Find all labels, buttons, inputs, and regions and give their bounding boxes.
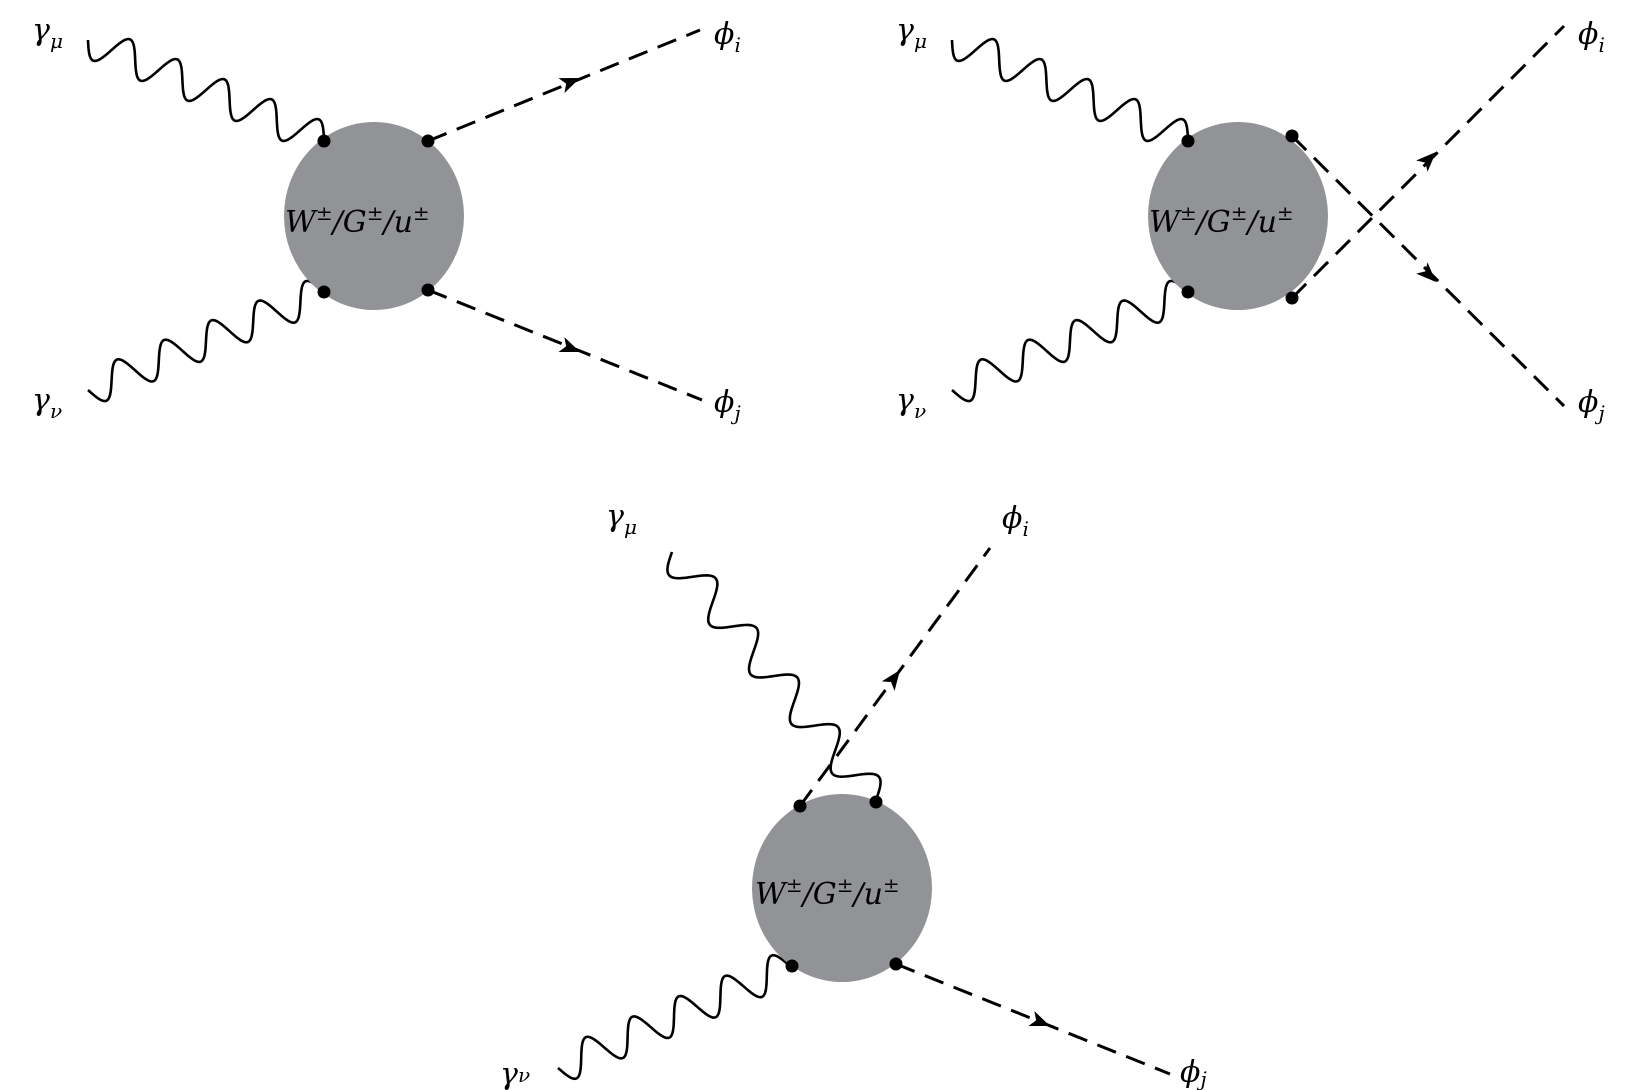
blob-label: W±/G±/u± (285, 201, 430, 240)
vertex-dot (889, 957, 903, 971)
label-photon-nu: γν (896, 383, 926, 423)
label-photon-nu: γν (500, 1057, 530, 1090)
arrow-i (881, 670, 900, 691)
label-photon-mu: γμ (606, 499, 637, 539)
label-photon-mu: γμ (896, 13, 927, 53)
arrow-i (1416, 152, 1436, 172)
arrow-j (1416, 262, 1436, 282)
loop-blob (752, 794, 932, 982)
diagram-1: W±/G±/u± γμ γν ϕi ϕj (32, 13, 741, 425)
label-photon-nu: γν (32, 383, 62, 423)
label-scalar-j: ϕj (714, 385, 741, 425)
photon-line-nu (557, 953, 791, 1081)
arrow-j (558, 337, 580, 352)
label-scalar-i: ϕi (714, 17, 741, 57)
vertex-dot (1181, 134, 1195, 148)
photon-line-nu (951, 279, 1189, 403)
label-scalar-i: ϕi (1578, 17, 1605, 57)
vertex-dot (317, 134, 331, 148)
photon-line-mu (666, 551, 882, 801)
photon-line-mu (950, 37, 1190, 143)
photon-line-nu (87, 279, 325, 403)
label-scalar-i: ϕi (1002, 501, 1029, 541)
scalar-line-j (895, 962, 1171, 1076)
loop-blob (1148, 122, 1328, 310)
vertex-dot (793, 799, 807, 813)
arrow-i (558, 78, 580, 93)
scalar-line-j (427, 288, 703, 402)
vertex-dot (785, 959, 799, 973)
label-scalar-j: ϕj (1180, 1055, 1207, 1090)
blob-label: W±/G±/u± (1149, 201, 1294, 240)
scalar-line-i (427, 28, 701, 143)
vertex-dot (1285, 291, 1299, 305)
vertex-dot (1181, 285, 1195, 299)
diagram-2: W±/G±/u± γμ γν ϕi ϕj (896, 13, 1605, 425)
vertex-dot (1285, 129, 1299, 143)
label-photon-mu: γμ (32, 13, 63, 53)
diagram-3: W±/G±/u± γμ γν ϕi ϕj (500, 499, 1207, 1090)
loop-blob (284, 122, 464, 310)
label-scalar-j: ϕj (1578, 385, 1605, 425)
vertex-dot (869, 795, 883, 809)
vertex-dot (421, 283, 435, 297)
photon-line-mu (86, 37, 326, 143)
vertex-dot (317, 285, 331, 299)
arrow-j (1028, 1011, 1050, 1026)
vertex-dot (421, 134, 435, 148)
blob-label: W±/G±/u± (755, 873, 900, 912)
